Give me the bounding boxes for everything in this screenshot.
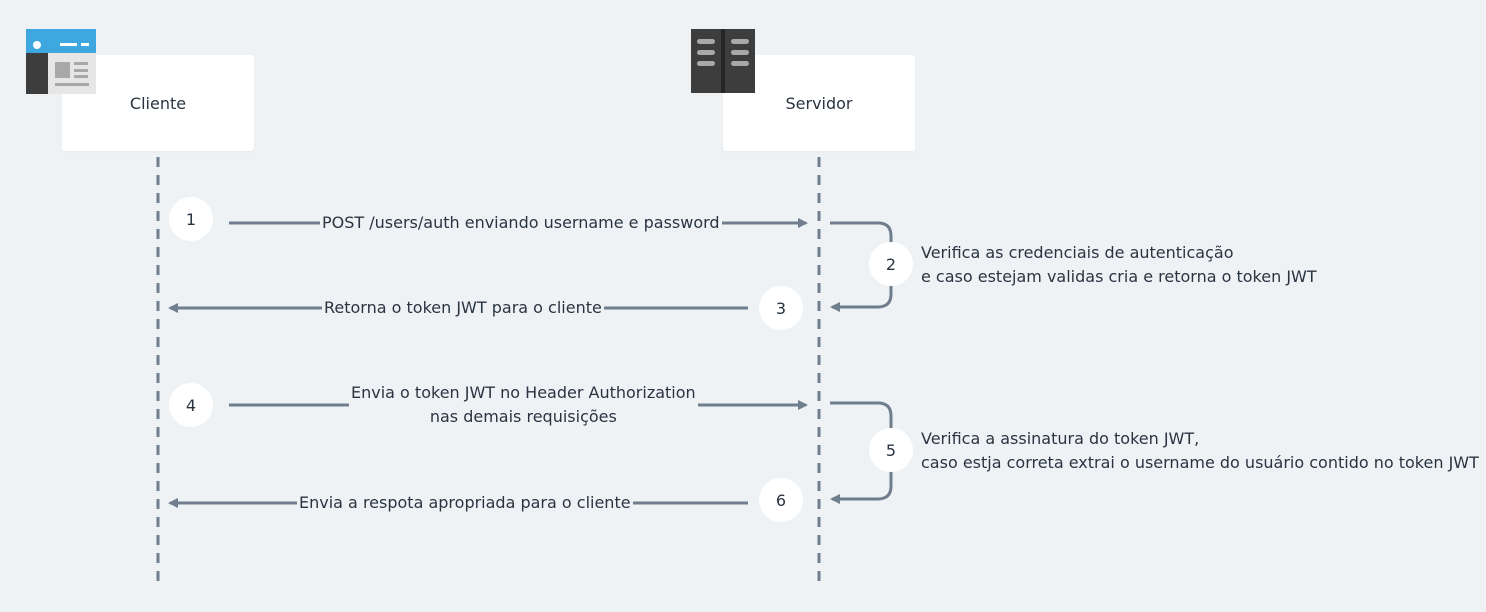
step-badge-2: 2: [869, 242, 913, 286]
note-line: Verifica as credenciais de autenticação: [921, 243, 1234, 262]
step-badge-3: 3: [759, 286, 803, 330]
step-badge-4: 4: [169, 383, 213, 427]
step-number: 2: [885, 254, 897, 274]
step-badge-1: 1: [169, 197, 213, 241]
message-line: Envia a respota apropriada para o client…: [299, 493, 631, 512]
note-label-step-2: Verifica as credenciais de autenticação …: [921, 241, 1317, 289]
note-line: Verifica a assinatura do token JWT,: [921, 429, 1200, 448]
note-line: e caso estejam validas cria e retorna o …: [921, 267, 1317, 286]
message-line: Envia o token JWT no Header Authorizatio…: [351, 383, 696, 402]
server-actor-box: Servidor: [723, 55, 915, 151]
note-line: caso estja correta extrai o username do …: [921, 453, 1479, 472]
step-number: 3: [775, 298, 787, 318]
message-line: nas demais requisições: [429, 407, 617, 426]
message-label-step-1: POST /users/auth enviando username e pas…: [320, 211, 722, 235]
message-line: Retorna o token JWT para o cliente: [324, 298, 602, 317]
note-label-step-5: Verifica a assinatura do token JWT, caso…: [921, 427, 1479, 475]
step-number: 4: [185, 395, 197, 415]
step-badge-6: 6: [759, 478, 803, 522]
server-rack-icon: [691, 29, 755, 93]
message-line: POST /users/auth enviando username e pas…: [322, 213, 720, 232]
step-number: 6: [775, 490, 787, 510]
client-actor-label: Cliente: [129, 93, 187, 113]
step-badge-5: 5: [869, 428, 913, 472]
message-label-step-3: Retorna o token JWT para o cliente: [322, 296, 604, 320]
step-number: 1: [185, 209, 197, 229]
server-actor-label: Servidor: [785, 93, 853, 113]
message-label-step-6: Envia a respota apropriada para o client…: [297, 491, 633, 515]
message-label-step-4: Envia o token JWT no Header Authorizatio…: [349, 381, 698, 429]
step-number: 5: [885, 440, 897, 460]
browser-window-icon: [26, 29, 96, 94]
